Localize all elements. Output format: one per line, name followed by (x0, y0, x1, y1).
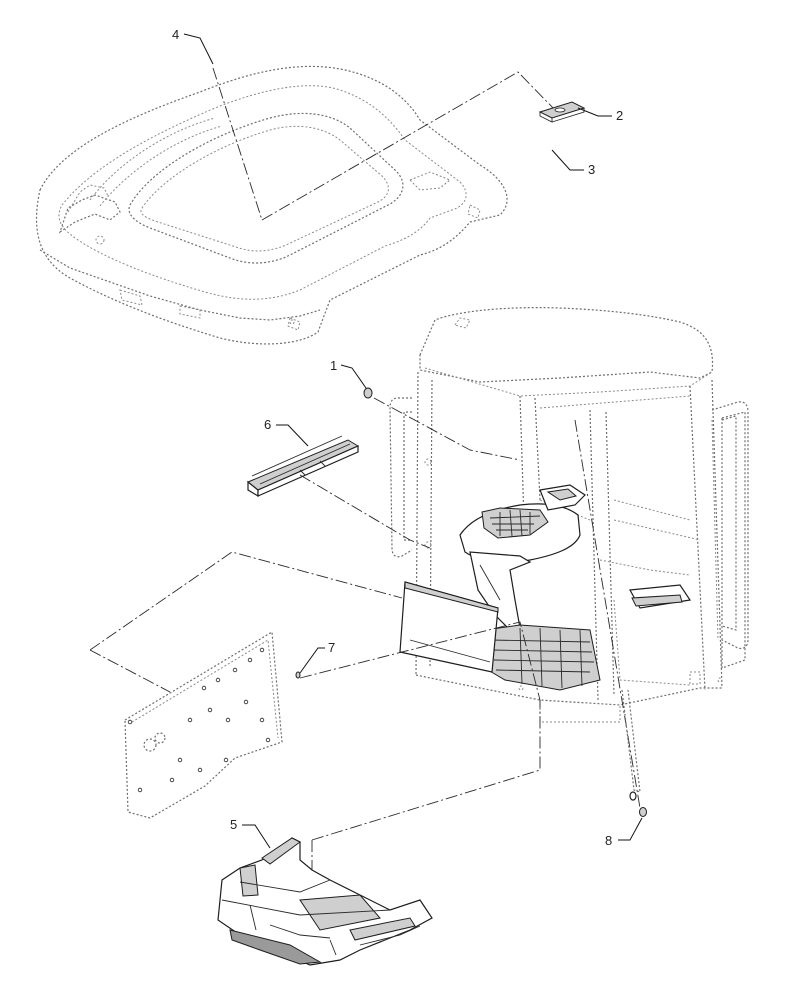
callout-8: 8 (605, 833, 612, 848)
part-7-phantom-frame (89, 551, 541, 701)
leader-6 (276, 424, 309, 447)
callout-6: 6 (264, 417, 271, 432)
operator-cab (389, 307, 749, 723)
callout-3: 3 (588, 162, 595, 177)
roof-headliner-assembly (36, 65, 508, 345)
part-2-gasket-plate (538, 101, 586, 123)
roof-phantom-line-a (212, 67, 263, 221)
roof-phantom-line-b (261, 71, 556, 221)
part-6-cover-strip (247, 435, 431, 549)
part-5-phantom-line (311, 700, 541, 890)
callout-2: 2 (616, 108, 623, 123)
callout-7: 7 (328, 640, 335, 655)
leader-2 (577, 107, 612, 117)
leader-8 (618, 817, 643, 841)
callout-labels: 1 2 3 4 5 6 7 8 (172, 27, 623, 848)
leader-4 (183, 33, 214, 65)
part-8-fastener (574, 419, 647, 817)
callout-4: 4 (172, 27, 179, 42)
part-7-rear-panel (124, 630, 301, 819)
leader-5 (242, 824, 271, 849)
part-5-floor-cover (217, 837, 433, 966)
callout-leaders (183, 33, 643, 849)
leader-3 (551, 149, 584, 171)
callout-1: 1 (330, 358, 337, 373)
part-1-grommet (363, 387, 521, 461)
leader-1 (340, 364, 367, 389)
callout-5: 5 (230, 817, 237, 832)
leader-7 (299, 647, 325, 674)
